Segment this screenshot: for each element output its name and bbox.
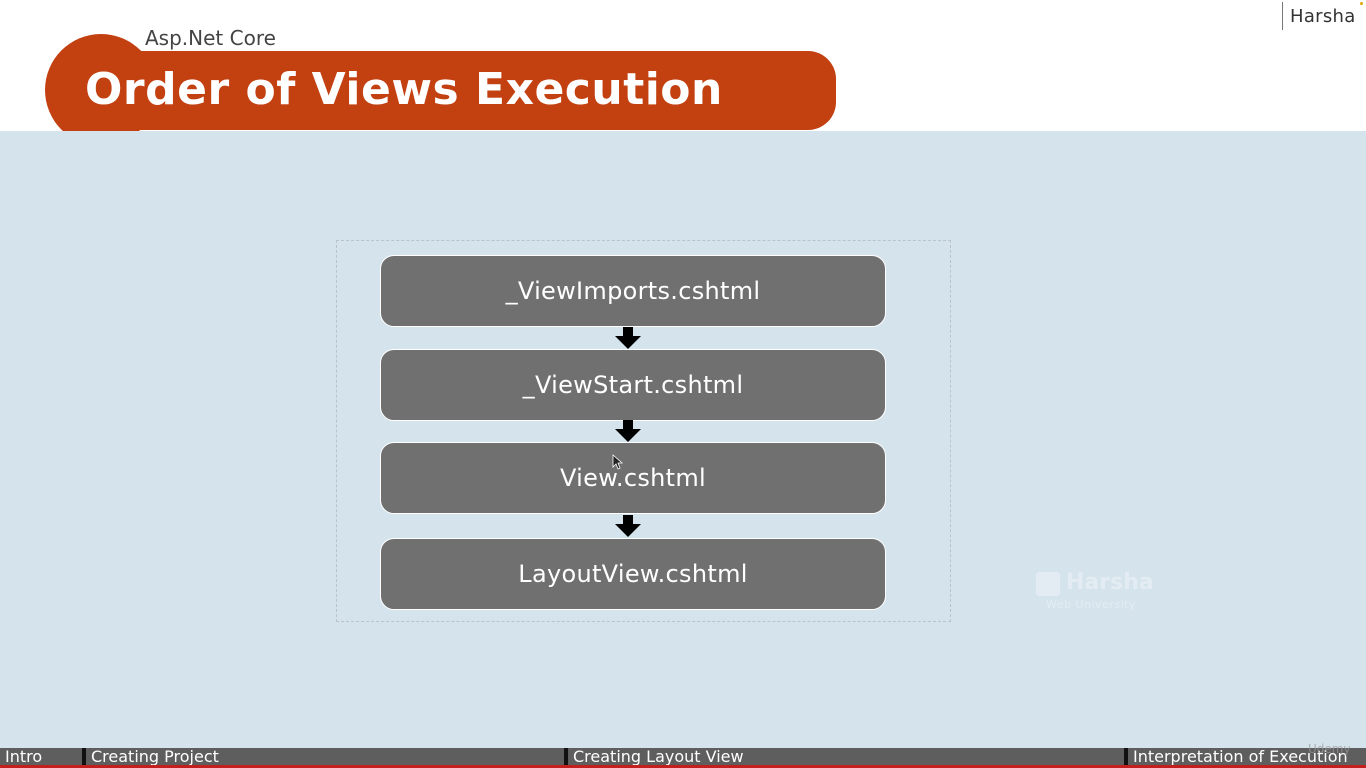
harsha-watermark: Harsha Web University — [1032, 568, 1158, 612]
harsha-logo-icon — [1036, 572, 1060, 596]
slide-header: Harsha Asp.Net Core Order of Views Execu… — [0, 0, 1366, 146]
step-box-view: View.cshtml — [380, 442, 886, 514]
slide-subtitle: Asp.Net Core — [145, 26, 276, 50]
slide-title: Order of Views Execution — [85, 64, 723, 115]
brand-name: Harsha — [1290, 6, 1356, 27]
chapter-interpretation-of-execution[interactable]: Interpretation of Execution — [1133, 748, 1348, 765]
udemy-watermark: Udemy — [1308, 742, 1351, 756]
mouse-cursor-icon — [612, 454, 624, 470]
title-banner — [95, 51, 836, 130]
step-box-layoutview: LayoutView.cshtml — [380, 538, 886, 610]
progress-bar[interactable] — [0, 765, 1366, 768]
chapter-intro[interactable]: Intro — [5, 748, 43, 765]
chapter-bar — [0, 748, 1366, 768]
step-box-viewstart: _ViewStart.cshtml — [380, 349, 886, 421]
watermark-name: Harsha — [1066, 570, 1154, 595]
chapter-separator — [82, 748, 86, 765]
step-box-viewimports: _ViewImports.cshtml — [380, 255, 886, 327]
chapter-separator — [1124, 748, 1128, 765]
chapter-separator — [564, 748, 568, 765]
chapter-creating-layout-view[interactable]: Creating Layout View — [573, 748, 744, 765]
chapter-creating-project[interactable]: Creating Project — [91, 748, 219, 765]
slide-content — [0, 131, 1366, 748]
brand-divider — [1282, 2, 1283, 30]
diagram-frame — [336, 240, 951, 622]
arrow-down-icon — [615, 327, 641, 349]
arrow-down-icon — [615, 515, 641, 537]
corner-dot — [1360, 2, 1363, 5]
watermark-sub: Web University — [1046, 598, 1136, 611]
arrow-down-icon — [615, 420, 641, 442]
